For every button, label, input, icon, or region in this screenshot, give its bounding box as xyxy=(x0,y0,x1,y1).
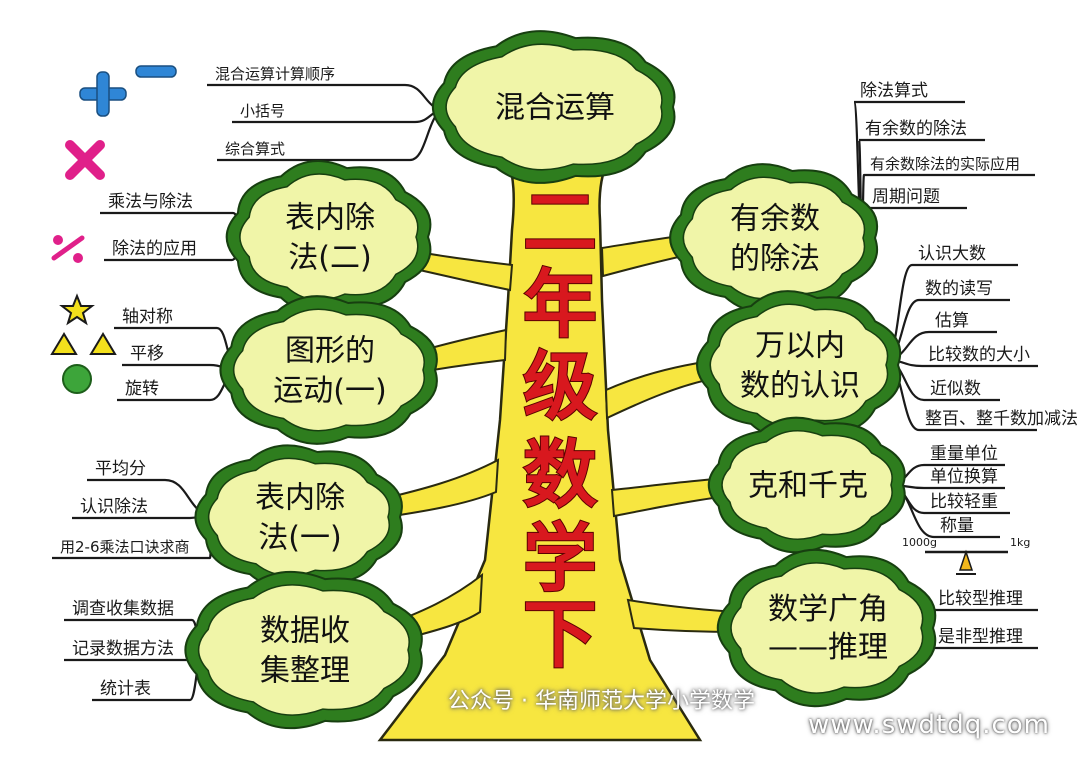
leaf-item: 称量 xyxy=(940,516,974,536)
topic-title: 有余数 xyxy=(730,202,820,237)
topic-title: ——推理 xyxy=(768,630,888,665)
cloud-fill xyxy=(445,43,663,171)
leaf-item: 数的读写 xyxy=(925,279,993,299)
circle-icon xyxy=(62,364,92,394)
topic-title: 克和千克 xyxy=(748,469,868,504)
topic-title: 法(一) xyxy=(258,521,341,556)
topic-title: 表内除 xyxy=(255,481,345,516)
watermark-site: www.swdtdq.com xyxy=(808,710,1050,740)
minus-icon xyxy=(135,65,177,78)
plus-icon xyxy=(79,71,127,117)
leaf-item: 是非型推理 xyxy=(938,627,1023,647)
topic-title: 图形的 xyxy=(285,334,375,369)
leaf-item: 估算 xyxy=(935,311,969,331)
cloud-fill xyxy=(207,457,390,577)
topic-branches: 混合运算计算顺序小括号综合算式混合运算乘法与除法除法的应用表内除法(二)轴对称平… xyxy=(52,30,1078,730)
leaf-item: 综合算式 xyxy=(225,140,285,158)
watermark-wechat: 公众号 · 华南师范大学小学数学 xyxy=(448,689,755,714)
topic-title: 集整理 xyxy=(260,654,350,689)
leaf-item: 混合运算计算顺序 xyxy=(215,65,335,83)
title-char: 下 xyxy=(523,592,597,678)
leaf-item: 有余数的除法 xyxy=(865,119,967,139)
leaf-item: 认识除法 xyxy=(80,497,148,517)
leaf-item: 单位换算 xyxy=(930,467,998,487)
leaf-item: 比较轻重 xyxy=(930,492,998,512)
leaf-item: 调查收集数据 xyxy=(72,599,174,619)
topic-title: 万以内 xyxy=(755,329,845,364)
topic-title: 数学广角 xyxy=(768,592,888,627)
topic-title: 的除法 xyxy=(730,242,820,277)
cloud-fill xyxy=(709,303,889,427)
leaf-item: 比较数的大小 xyxy=(928,345,1030,365)
leaf-item: 除法算式 xyxy=(860,81,928,101)
times-icon xyxy=(65,140,105,180)
title-char: 二 xyxy=(523,180,597,266)
title-char: 数 xyxy=(523,432,597,518)
leaf-item: 旋转 xyxy=(125,379,159,399)
cloud-fill xyxy=(197,584,410,716)
leaf-item: 有余数除法的实际应用 xyxy=(870,155,1020,173)
leaf-item: 除法的应用 xyxy=(112,239,197,259)
topic-title: 数的认识 xyxy=(740,369,860,404)
scale-right-label: 1kg xyxy=(1010,536,1030,549)
topic-title: 混合运算 xyxy=(495,91,615,126)
leaf-item: 近似数 xyxy=(930,379,981,399)
cloud-fill xyxy=(721,430,893,540)
leaf-item: 平均分 xyxy=(95,459,146,479)
leaf-item: 认识大数 xyxy=(918,244,986,264)
topic-title: 法(二) xyxy=(288,241,371,276)
title-char: 级 xyxy=(523,344,597,430)
divide-icon xyxy=(51,235,85,263)
topic-title: 表内除 xyxy=(285,201,375,236)
leaf-item: 整百、整千数加减法 xyxy=(925,409,1078,429)
connector-line xyxy=(100,211,246,237)
cloud-fill xyxy=(239,173,419,301)
leaf-item: 比较型推理 xyxy=(938,589,1023,609)
scale-icon: 1000g 1kg xyxy=(902,536,1030,575)
star-icon xyxy=(59,293,95,326)
leaf-item: 周期问题 xyxy=(872,187,940,207)
topic-title: 数据收 xyxy=(260,614,350,649)
triangle-icon xyxy=(50,332,117,355)
leaf-item: 用2-6乘法口诀求商 xyxy=(60,538,190,556)
leaf-item: 小括号 xyxy=(240,102,285,120)
topic-title: 运动(一) xyxy=(273,374,386,409)
connector-line xyxy=(919,608,1038,617)
scale-left-label: 1000g xyxy=(902,536,937,549)
cloud-fill xyxy=(730,562,924,694)
leaf-item: 记录数据方法 xyxy=(72,639,174,659)
cloud-fill xyxy=(232,308,425,432)
cloud-fill xyxy=(682,176,866,300)
leaf-item: 乘法与除法 xyxy=(108,192,193,212)
leaf-item: 平移 xyxy=(130,344,164,364)
leaf-item: 统计表 xyxy=(100,679,151,699)
title-char: 年 xyxy=(523,262,597,348)
leaf-item: 轴对称 xyxy=(122,307,173,327)
title-char: 学 xyxy=(523,516,597,602)
leaf-item: 重量单位 xyxy=(930,444,998,464)
